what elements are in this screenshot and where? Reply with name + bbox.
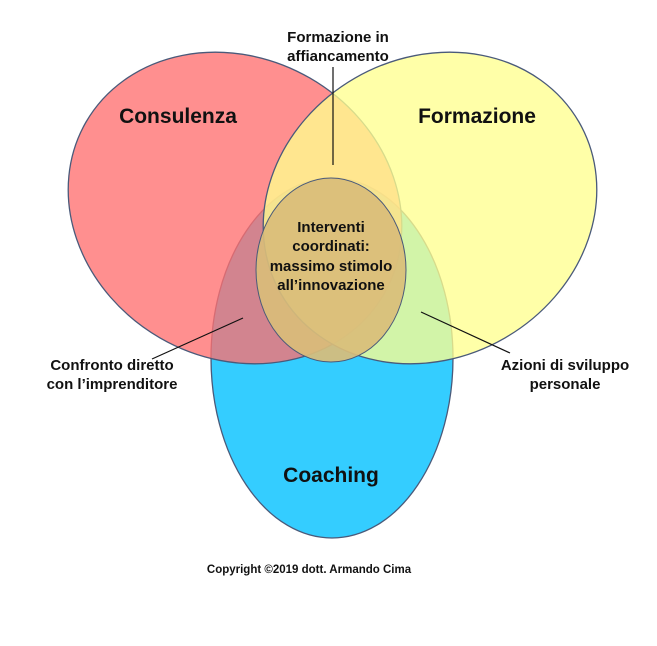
- intersection-cc-label-line1: Confronto diretto: [50, 357, 173, 374]
- intersection-fc-label-line1: Azioni di sviluppo: [501, 357, 629, 374]
- intersection-cc-leader: [151, 317, 244, 360]
- copyright-text: Copyright ©2019 dott. Armando Cima: [207, 564, 412, 576]
- intersection-fc-leader: [420, 311, 511, 354]
- formazione-label: Formazione: [418, 105, 536, 128]
- intersection-cf-label-line1: Formazione in: [287, 29, 389, 46]
- intersection-fc-label-line2: personale: [530, 376, 601, 393]
- center-label-line4: all’innovazione: [277, 277, 385, 294]
- center-region: [255, 177, 407, 363]
- intersection-cf-label-line2: affiancamento: [287, 48, 389, 65]
- consulenza-label: Consulenza: [119, 105, 237, 128]
- center-label-line1: Interventi: [297, 219, 365, 236]
- center-label-line2: coordinati:: [292, 238, 370, 255]
- center-label-line3: massimo stimolo: [270, 258, 393, 275]
- intersection-cc-label-line2: con l’imprenditore: [47, 376, 178, 393]
- coaching-label: Coaching: [283, 464, 379, 487]
